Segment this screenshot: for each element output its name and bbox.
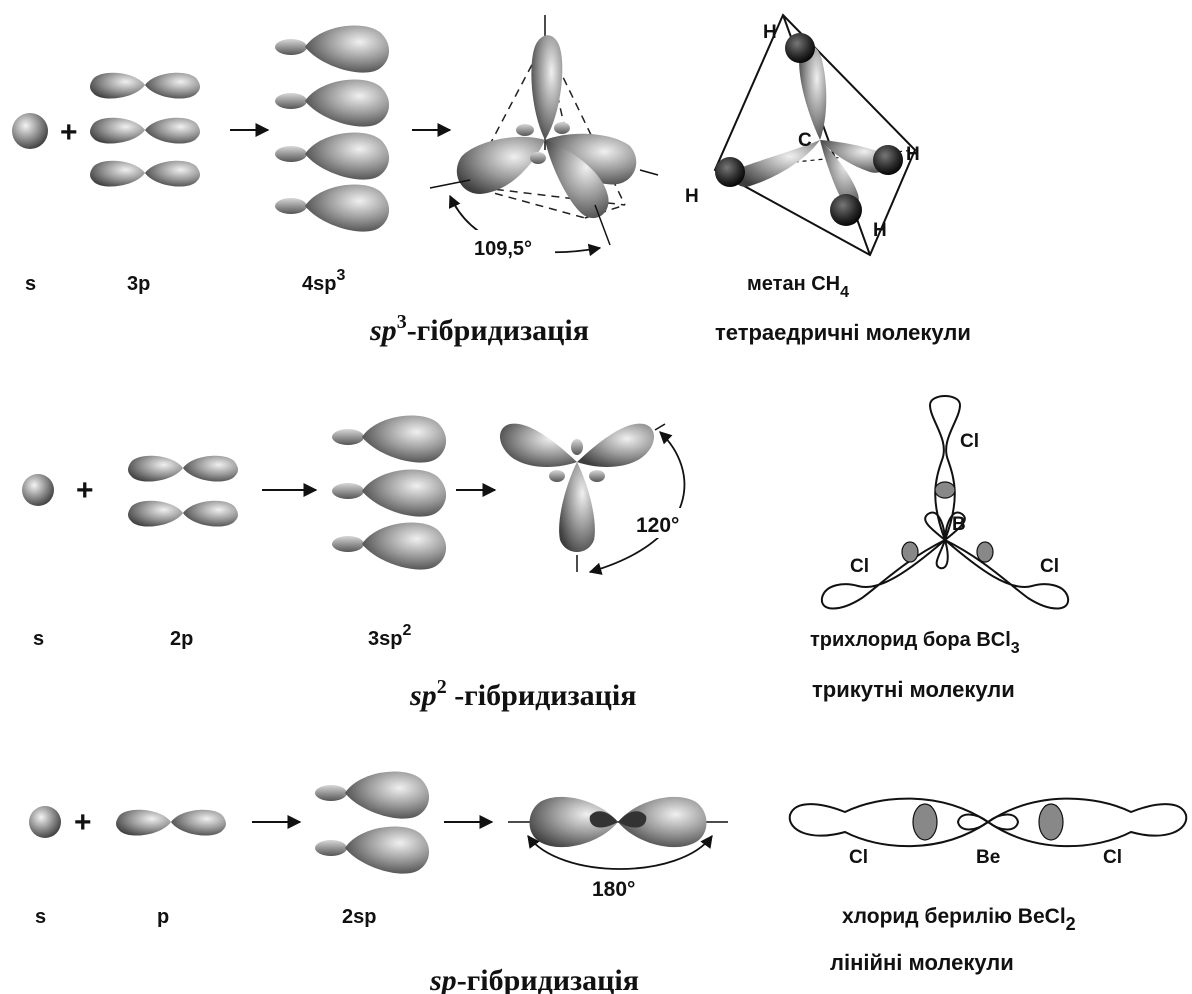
p-orbital — [128, 456, 238, 482]
atom-label-cl: Cl — [850, 556, 869, 577]
hybridization-title: sp2 -гібридизація — [409, 676, 636, 712]
p-orbital — [90, 73, 200, 99]
hybrid-label: 2sp — [342, 906, 376, 928]
sp3-tetrahedral-orbitals: 109,5° — [430, 15, 658, 260]
hybrid-label: 3sp2 — [368, 622, 411, 650]
sp-row: + 180° Cl Be Cl s p 2s — [29, 771, 1186, 994]
s-label: s — [35, 906, 46, 928]
plus-sign: + — [60, 116, 78, 149]
p-orbital — [90, 118, 200, 144]
bond-angle-label: 109,5° — [474, 238, 532, 260]
hybrid-orbital — [315, 771, 429, 818]
molecule-shape: трикутні молекули — [812, 677, 1015, 702]
molecule-name: трихлорид бора BCl3 — [810, 629, 1020, 657]
sp-linear-orbitals: 180° — [508, 797, 728, 902]
hybrid-orbital — [332, 469, 446, 516]
hydrogen-atom — [715, 157, 745, 187]
s-orbital — [12, 113, 48, 149]
bond-angle-label: 180° — [592, 878, 635, 901]
atom-label-cl: Cl — [1103, 847, 1122, 868]
atom-label-h: H — [685, 186, 699, 207]
methane-molecule: H H H H C — [685, 15, 920, 255]
hydrogen-atom — [830, 194, 862, 226]
becl2-molecule — [790, 799, 1187, 847]
hydrogen-atom — [785, 33, 815, 63]
p-label: 2p — [170, 628, 193, 650]
hybrid-label: 4sp3 — [302, 267, 345, 295]
s-label: s — [25, 273, 36, 295]
sp2-row: + 120° — [22, 396, 1068, 712]
p-orbital — [128, 501, 238, 527]
atom-label-cl: Cl — [849, 847, 868, 868]
hybrid-orbital — [275, 184, 389, 231]
molecule-shape: тетраедричні молекули — [715, 320, 971, 345]
bond-angle-label: 120° — [636, 514, 679, 537]
s-orbital — [22, 474, 54, 506]
atom-label-h: H — [906, 144, 920, 165]
hybrid-orbital — [275, 79, 389, 126]
p-orbital — [90, 161, 200, 187]
atom-label-h: H — [873, 220, 887, 241]
plus-sign: + — [76, 474, 94, 507]
p-label: 3p — [127, 273, 150, 295]
p-label: p — [157, 906, 169, 928]
hydrogen-atom — [873, 145, 903, 175]
sp3-hybrid-orbitals — [275, 25, 389, 231]
plus-sign: + — [74, 806, 92, 839]
s-label: s — [33, 628, 44, 650]
sp3-row: + — [12, 15, 971, 347]
hybrid-orbital — [275, 132, 389, 179]
molecule-shape: лінійні молекули — [830, 950, 1014, 975]
hybridization-title: sp3-гібридизація — [369, 311, 589, 347]
hybrid-orbital — [332, 522, 446, 569]
s-orbital — [29, 806, 61, 838]
atom-label-c: C — [798, 130, 812, 151]
molecule-name: метан CH4 — [747, 273, 849, 301]
atom-label-b: B — [952, 514, 966, 535]
p-orbital — [116, 810, 226, 836]
p-orbitals-group — [90, 73, 200, 187]
atom-label-h: H — [763, 22, 777, 43]
atom-label-be: Be — [976, 847, 1000, 868]
atom-label-cl: Cl — [1040, 556, 1059, 577]
molecule-name: хлорид берилію BeCl2 — [842, 905, 1076, 934]
hybrid-orbital — [315, 826, 429, 873]
hybridization-title: sp-гібридизація — [429, 964, 639, 994]
sp2-trigonal-orbitals: 120° — [500, 424, 694, 572]
atom-label-cl: Cl — [960, 431, 979, 452]
hybrid-orbital — [275, 25, 389, 72]
hybrid-orbital — [332, 415, 446, 462]
